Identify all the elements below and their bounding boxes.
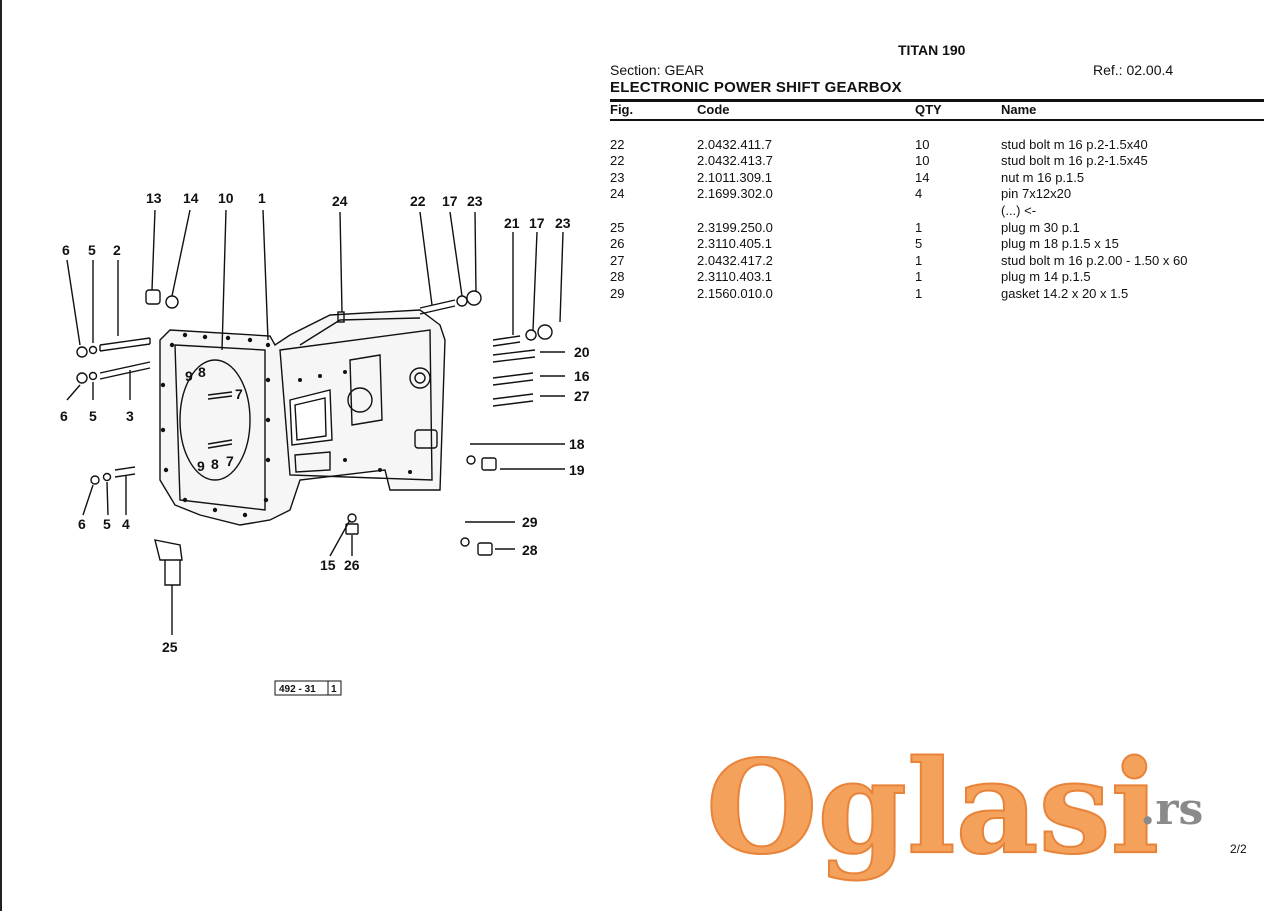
left-border-rule [0, 0, 2, 911]
cell-fig: 25 [610, 220, 625, 235]
cell-fig: 22 [610, 153, 625, 168]
callout-label: 3 [126, 408, 134, 424]
cell-fig: 29 [610, 286, 625, 301]
callout-label: 7 [235, 386, 243, 402]
cell-name: stud bolt m 16 p.2-1.5x45 [1001, 153, 1148, 168]
cell-fig: 24 [610, 186, 625, 201]
callout-label: 10 [218, 190, 234, 206]
callout-label: 17 [442, 193, 458, 209]
callout-label: 8 [198, 364, 206, 380]
cell-qty: 1 [915, 220, 923, 235]
callout-label: 6 [62, 242, 70, 258]
callout-label: 16 [574, 368, 590, 384]
column-header-code: Code [697, 102, 730, 117]
callout-label: 20 [574, 344, 590, 360]
cell-qty: 4 [915, 186, 923, 201]
cell-qty: 10 [915, 153, 930, 168]
cell-qty: 1 [915, 286, 923, 301]
page-number: 2/2 [1230, 842, 1247, 856]
diagram-callout-numbers: 13 14 10 1 24 22 17 23 21 17 23 6 5 2 20… [60, 190, 590, 655]
cell-fig: 26 [610, 236, 625, 251]
drawing-ref-sheet: 1 [331, 684, 337, 695]
callout-label: 5 [88, 242, 96, 258]
cell-qty: 1 [915, 253, 923, 268]
cell-code: 2.0432.413.7 [697, 153, 773, 168]
callout-label: 1 [258, 190, 266, 206]
callout-label: 9 [185, 368, 193, 384]
cell-code: 2.0432.411.7 [697, 137, 772, 152]
cell-qty: 14 [915, 170, 930, 185]
callout-label: 15 [320, 557, 336, 573]
reference-label: Ref.: 02.00.4 [1093, 62, 1174, 78]
callout-label: 21 [504, 215, 520, 231]
callout-label: 5 [89, 408, 97, 424]
callout-label: 23 [555, 215, 571, 231]
cell-fig: 28 [610, 269, 625, 284]
callout-label: 18 [569, 436, 585, 452]
callout-label: 23 [467, 193, 483, 209]
watermark-brand: Oglasi [706, 733, 1159, 883]
exploded-gearbox-diagram: 13 14 10 1 24 22 17 23 21 17 23 6 5 2 20… [60, 190, 590, 696]
cell-code: 2.1011.309.1 [697, 170, 772, 185]
header-rule [610, 99, 1264, 102]
callout-label: 22 [410, 193, 426, 209]
callout-label: 24 [332, 193, 348, 209]
cell-name: gasket 14.2 x 20 x 1.5 [1001, 286, 1129, 301]
cell-name: plug m 30 p.1 [1001, 220, 1080, 235]
callout-label: 17 [529, 215, 545, 231]
cell-code: 2.1560.010.0 [697, 286, 773, 301]
callout-label: 19 [569, 462, 585, 478]
cell-qty: 5 [915, 236, 923, 251]
callout-label: 6 [78, 516, 86, 532]
callout-label: 8 [211, 456, 219, 472]
cell-code: 2.3110.405.1 [697, 236, 772, 251]
cell-code: 2.0432.417.2 [697, 253, 773, 268]
cell-fig: 23 [610, 170, 625, 185]
cell-code: 2.3199.250.0 [697, 220, 773, 235]
drawing-reference-box: 492 - 31 1 [274, 680, 342, 696]
cell-qty: 10 [915, 137, 930, 152]
watermark-suffix: .rs [1140, 784, 1203, 835]
column-header-rule [610, 119, 1264, 121]
callout-label: 7 [226, 453, 234, 469]
callout-label: 2 [113, 242, 121, 258]
page-heading: ELECTRONIC POWER SHIFT GEARBOX [610, 79, 902, 96]
cell-name: plug m 18 p.1.5 x 15 [1001, 236, 1119, 251]
callout-label: 25 [162, 639, 178, 655]
cell-fig: 27 [610, 253, 625, 268]
column-header-qty: QTY [915, 102, 942, 117]
column-header-name: Name [1001, 102, 1037, 117]
callout-label: 27 [574, 388, 590, 404]
cell-name: nut m 16 p.1.5 [1001, 170, 1085, 185]
cell-name: stud bolt m 16 p.2-1.5x40 [1001, 137, 1148, 152]
document-title: TITAN 190 [898, 42, 966, 58]
callout-label: 14 [183, 190, 199, 206]
callout-label: 9 [197, 458, 205, 474]
cell-name: pin 7x12x20 [1001, 186, 1072, 201]
callout-label: 26 [344, 557, 360, 573]
callout-label: 29 [522, 514, 538, 530]
cell-fig: 22 [610, 137, 625, 152]
callout-label: 5 [103, 516, 111, 532]
cell-code: 2.3110.403.1 [697, 269, 772, 284]
cell-name: stud bolt m 16 p.2.00 - 1.50 x 60 [1001, 253, 1188, 268]
callout-label: 6 [60, 408, 68, 424]
callout-label: 4 [122, 516, 130, 532]
oglasi-watermark-logo: Oglasi .rs [705, 732, 1203, 884]
callout-label: 13 [146, 190, 162, 206]
cell-code: 2.1699.302.0 [697, 186, 773, 201]
cell-name: plug m 14 p.1.5 [1001, 269, 1091, 284]
callout-label: 28 [522, 542, 538, 558]
drawing-ref-number: 492 - 31 [279, 684, 316, 695]
column-header-fig: Fig. [610, 102, 634, 117]
cell-qty: 1 [915, 269, 923, 284]
section-label: Section: GEAR [610, 62, 705, 78]
cell-name: (...) <- [1001, 203, 1037, 218]
